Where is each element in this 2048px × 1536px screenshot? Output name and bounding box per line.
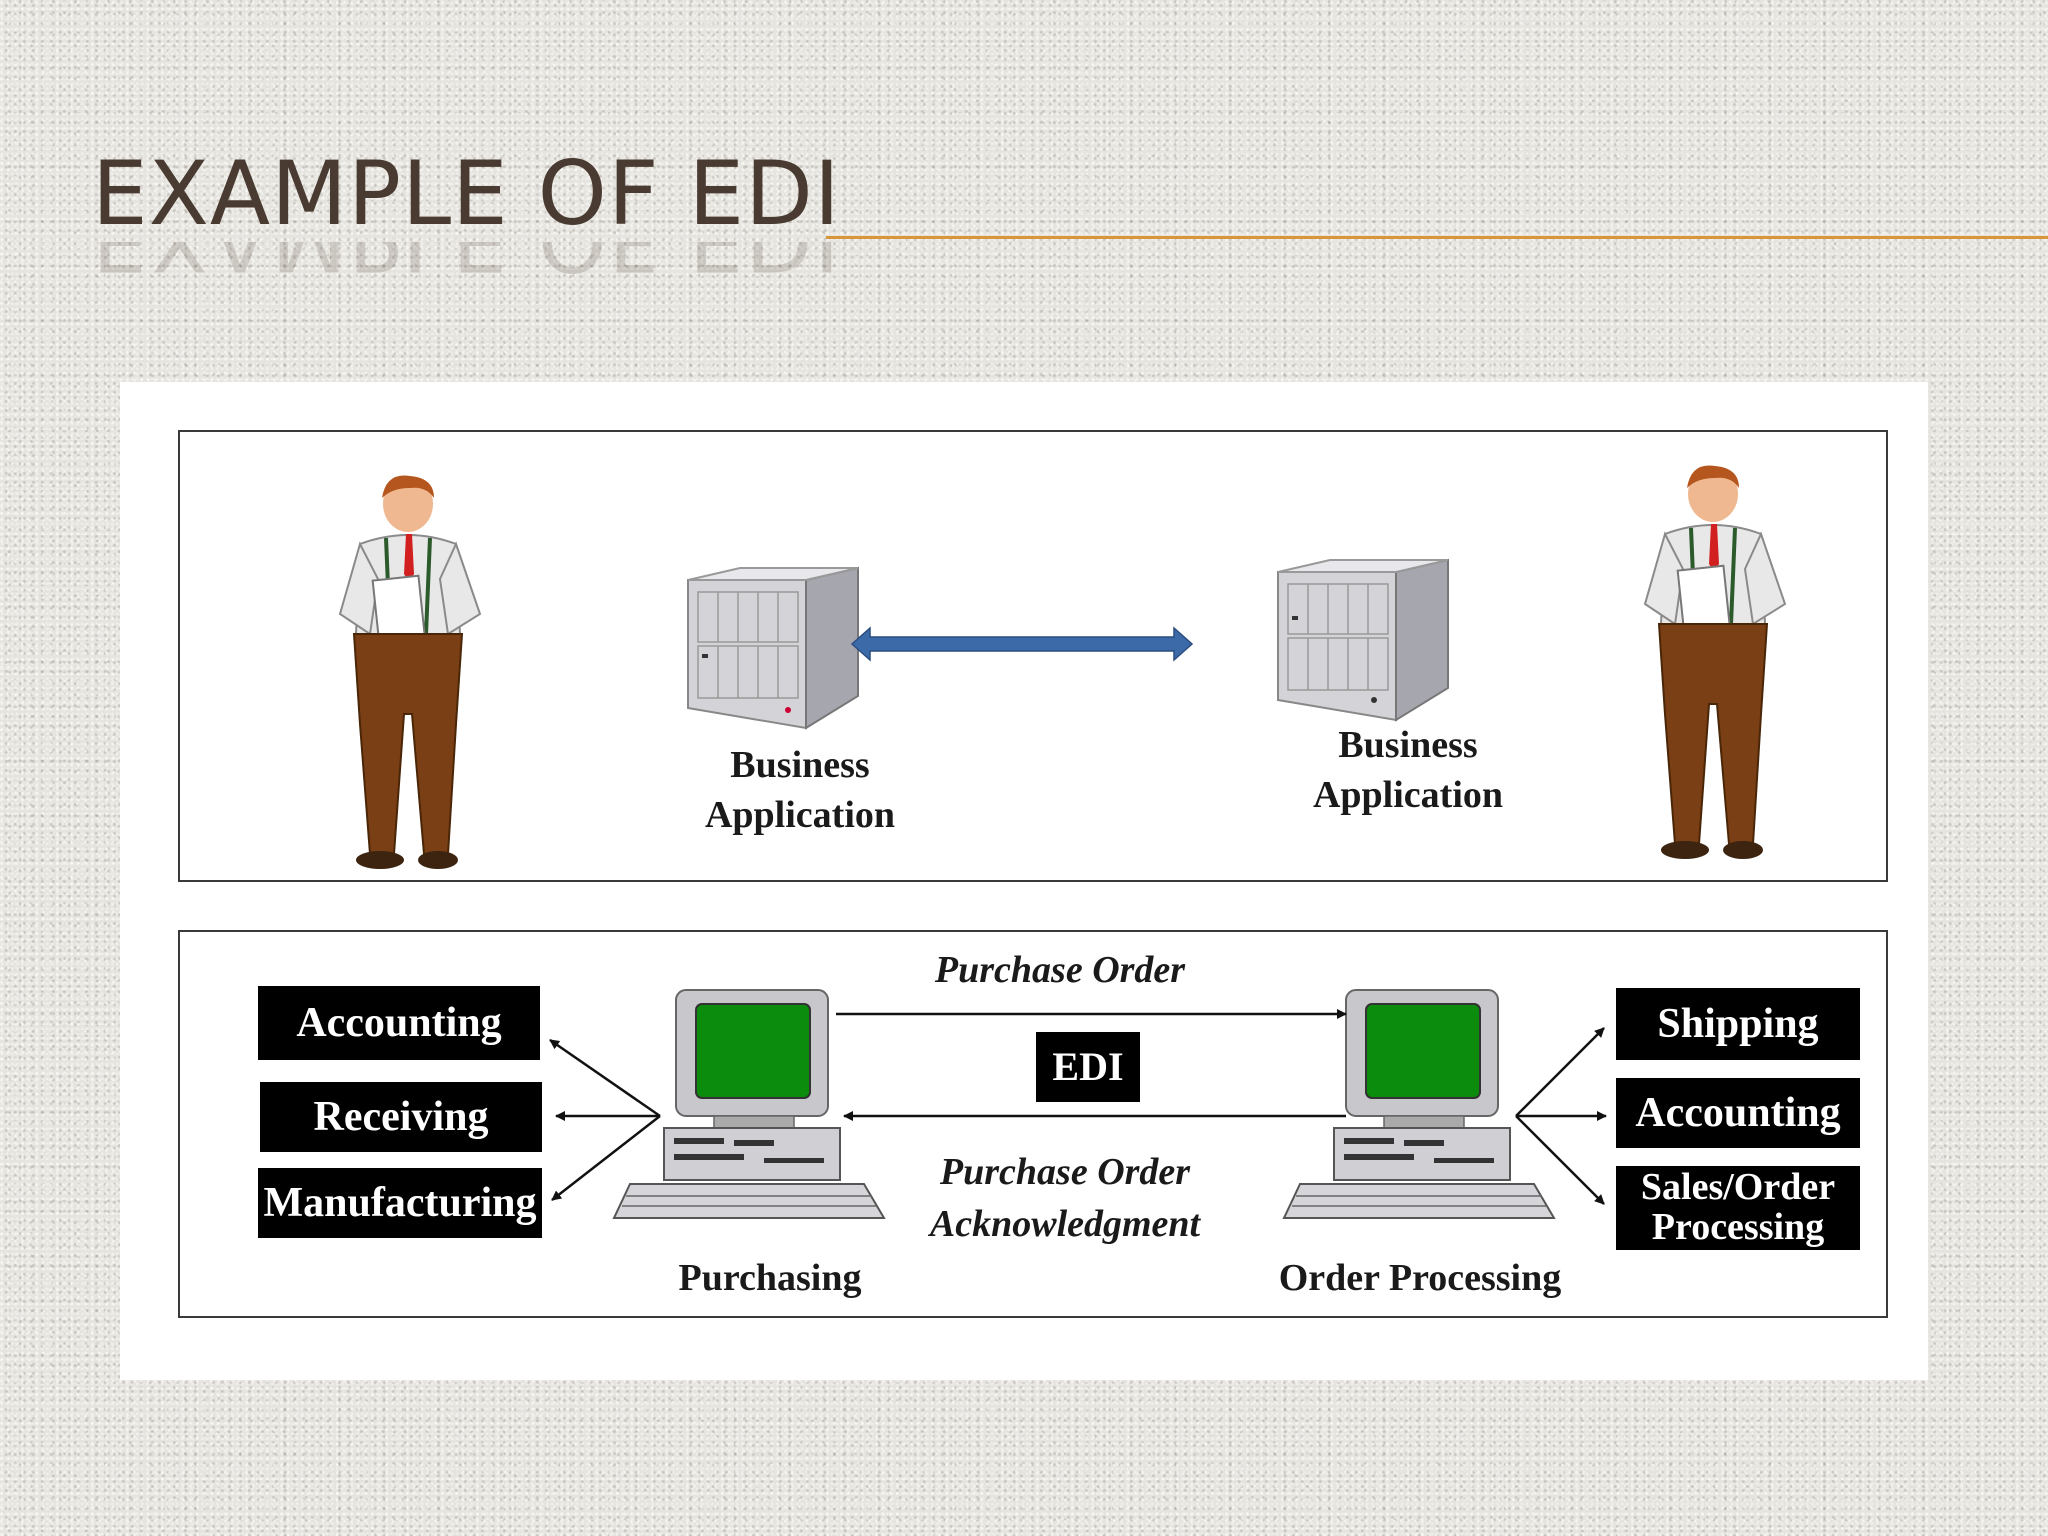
top-panel [178, 430, 1888, 882]
title-rule [826, 236, 2048, 239]
right-app-label-line1: Business [1338, 724, 1478, 766]
right-server-icon [1277, 558, 1449, 722]
left-app-label-line2: Application [704, 794, 896, 836]
acknowledgment-label: Purchase Order Acknowledgment [910, 1146, 1220, 1250]
order-processing-label: Order Processing [1278, 1257, 1562, 1299]
right-app-label: Business Application [1288, 720, 1528, 820]
left-app-label-line1: Business [730, 744, 870, 786]
purchasing-label: Purchasing [678, 1257, 862, 1299]
left-computer-icon [612, 989, 886, 1219]
right-app-label-line2: Application [1312, 774, 1504, 816]
left-server-icon [687, 566, 859, 730]
slide-title: EXAMPLE OF EDI [92, 142, 841, 245]
box-accounting-left: Accounting [258, 986, 540, 1060]
left-app-label: Business Application [680, 740, 920, 840]
right-computer-icon [1282, 989, 1556, 1219]
box-manufacturing: Manufacturing [258, 1168, 542, 1238]
box-sales-order-processing: Sales/Order Processing [1616, 1166, 1860, 1250]
acknowledgment-label-line1: Purchase Order [939, 1151, 1191, 1193]
left-person-icon [338, 475, 482, 869]
slide-title-reflection: EXAMPLE OF EDI [92, 242, 841, 282]
acknowledgment-label-line2: Acknowledgment [929, 1203, 1201, 1245]
box-accounting-right: Accounting [1616, 1078, 1860, 1148]
app-exchange-arrow [850, 626, 1194, 662]
edi-box: EDI [1036, 1032, 1140, 1102]
bottom-arrows [549, 1009, 1607, 1205]
purchase-order-label: Purchase Order [934, 949, 1186, 991]
right-person-icon [1643, 465, 1787, 859]
box-shipping: Shipping [1616, 988, 1860, 1060]
diagram-canvas: Business Application Business Applicatio… [120, 382, 1928, 1380]
box-receiving: Receiving [260, 1082, 542, 1152]
